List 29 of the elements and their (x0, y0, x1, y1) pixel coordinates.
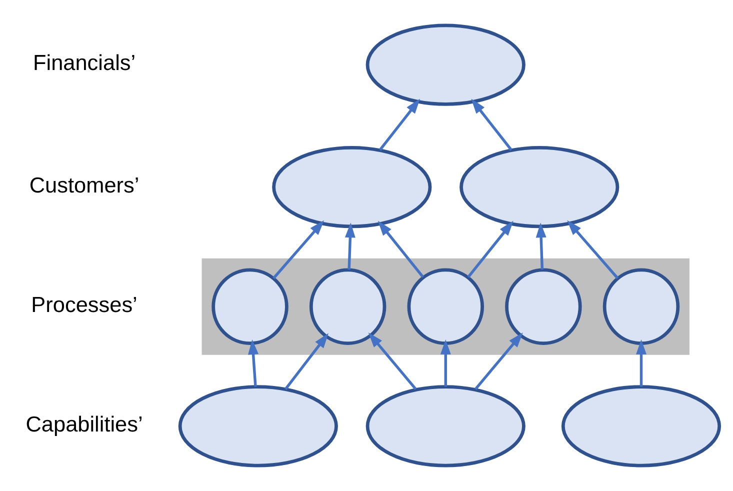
node-ellipse (272, 146, 432, 228)
arrow (284, 333, 328, 390)
label: Processes’ (31, 292, 138, 317)
label: Financials’ (32, 50, 136, 75)
label: Customers’ (29, 172, 140, 198)
arrow (567, 220, 619, 280)
node-ellipse (366, 385, 526, 468)
arrow (636, 339, 646, 387)
node-ellipse (460, 146, 620, 228)
arrow (471, 98, 512, 151)
node-circle (309, 268, 386, 345)
arrow (378, 98, 420, 151)
label: Capabilities’ (26, 411, 143, 436)
node-circle (407, 268, 484, 345)
arrow (378, 220, 424, 278)
arrow (368, 332, 417, 390)
node-ellipse (561, 385, 722, 468)
arrow (272, 220, 324, 280)
node-circle (602, 268, 680, 345)
arrow (248, 339, 258, 387)
arrow (474, 332, 523, 390)
arrow (467, 220, 514, 278)
node-ellipse (366, 24, 526, 106)
arrow (440, 339, 451, 387)
arrow (536, 222, 546, 270)
arrow (344, 222, 356, 270)
node-ellipse (178, 385, 338, 468)
node-circle (505, 268, 582, 345)
node-circle (212, 268, 288, 345)
